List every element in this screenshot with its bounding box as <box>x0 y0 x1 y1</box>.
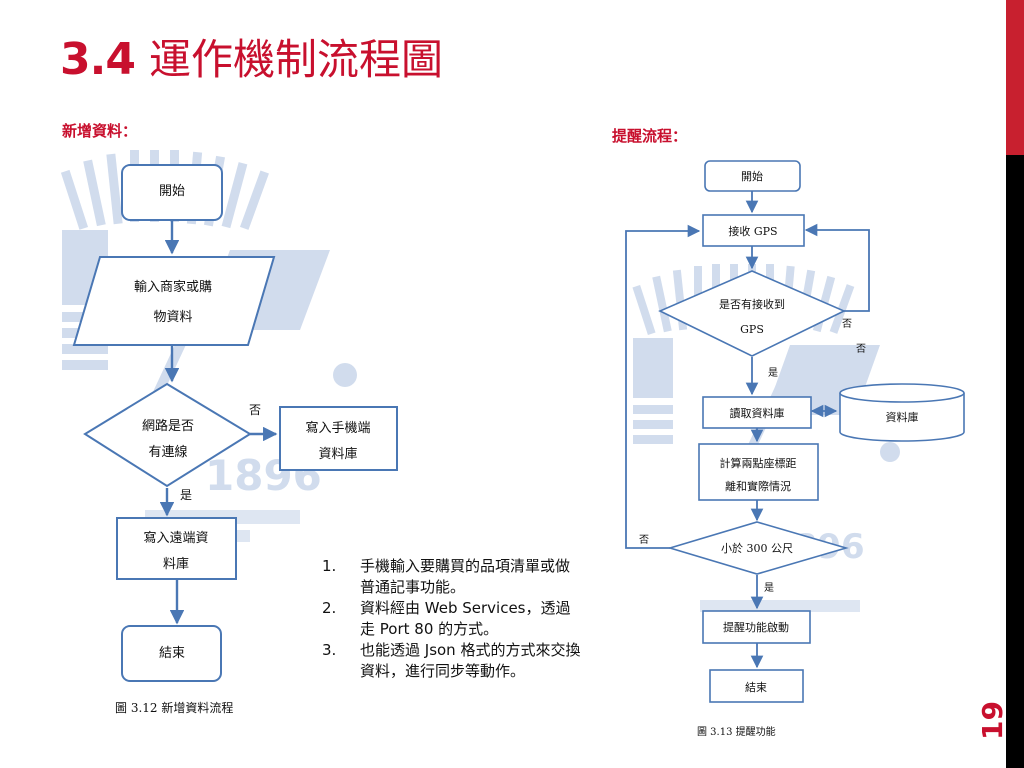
node-network-decision-label-2: 有連線 <box>148 444 187 460</box>
node-gps-decision-label-1: 是否有接收到 <box>719 297 785 311</box>
node-write-phone <box>279 406 398 471</box>
node-r-start <box>704 160 801 192</box>
node-distance-decision-label: 小於 300 公尺 <box>721 541 793 555</box>
node-read-db-label: 讀取資料庫 <box>730 406 785 420</box>
right-section-label: 提醒流程： <box>612 127 688 145</box>
node-r-end-label: 結束 <box>745 680 767 694</box>
node-network-decision-label-1: 網路是否 <box>142 418 194 434</box>
step-number: 1. <box>322 557 337 575</box>
node-reminder-label: 提醒功能啟動 <box>723 620 789 634</box>
left-section-label: 新增資料： <box>62 122 138 140</box>
node-write-remote <box>116 517 237 580</box>
step-text: 資料經由 Web Services，透過走 Port 80 的方式。 <box>360 599 571 638</box>
node-read-db <box>702 396 812 429</box>
side-bar-red <box>1006 0 1024 155</box>
steps-list: 1. 手機輸入要購買的品項清單或做普通記事功能。 2. 資料經由 Web Servi… <box>322 556 584 682</box>
edge-label-yes: 是 <box>180 488 192 502</box>
edge-distance-no-loop <box>625 224 701 549</box>
step-text: 也能透過 Json 格式的方式來交換資料，進行同步等動作。 <box>360 641 581 680</box>
node-network-decision <box>83 382 252 488</box>
edge-label-no-gps-2: 否 <box>856 343 866 355</box>
step-text: 手機輸入要購買的品項清單或做普通記事功能。 <box>360 557 571 596</box>
node-receive-gps-label: 接收 GPS <box>728 224 777 238</box>
edge-label-no: 否 <box>249 403 261 417</box>
edge-no-gps-loop <box>804 223 870 312</box>
step-item: 3. 也能透過 Json 格式的方式來交換資料，進行同步等動作。 <box>322 640 584 682</box>
node-input-label-1: 輸入商家或購 <box>134 279 212 295</box>
edge-label-no-distance: 否 <box>639 534 649 546</box>
step-number: 3. <box>322 641 337 659</box>
side-bar-black <box>1006 155 1024 768</box>
node-gps-decision <box>658 270 846 357</box>
node-start <box>121 164 223 221</box>
step-item: 1. 手機輸入要購買的品項清單或做普通記事功能。 <box>322 556 584 598</box>
node-write-phone-label-1: 寫入手機端 <box>305 420 370 436</box>
node-end-label: 結束 <box>159 646 185 661</box>
node-r-end <box>709 669 804 703</box>
step-number: 2. <box>322 599 337 617</box>
node-input-label-2: 物資料 <box>153 310 192 325</box>
node-gps-decision-label-2: GPS <box>740 323 764 336</box>
right-flowchart: 開始 接收 GPS 是否有接收到 GPS 讀取資料庫 資料庫 計算兩點座標距 離… <box>625 160 965 738</box>
edge-label-no-gps-1: 否 <box>842 318 852 330</box>
node-input <box>72 256 276 346</box>
node-start-label: 開始 <box>159 184 185 199</box>
left-flowchart: 開始 輸入商家或購 物資料 網路是否 有連線 寫入手機端 資料庫 寫入遠端資 料… <box>72 164 398 715</box>
node-write-remote-label-2: 料庫 <box>163 557 189 572</box>
node-database-label: 資料庫 <box>886 410 919 424</box>
node-write-remote-label-1: 寫入遠端資 <box>143 530 208 546</box>
node-write-phone-label-2: 資料庫 <box>318 447 357 462</box>
node-reminder <box>702 610 811 644</box>
section-number: 3.4 <box>60 34 136 85</box>
edge-label-yes-gps: 是 <box>768 367 778 379</box>
title-text: 運作機制流程圖 <box>148 35 443 84</box>
left-flow-caption: 圖 3.12 新增資料流程 <box>115 700 233 715</box>
node-distance-decision <box>667 521 849 575</box>
right-flow-caption: 圖 3.13 提醒功能 <box>697 725 776 738</box>
node-r-start-label: 開始 <box>741 169 763 183</box>
node-database <box>839 383 965 442</box>
edge-label-yes-distance: 是 <box>764 582 774 594</box>
node-receive-gps <box>702 214 805 247</box>
node-end <box>121 625 222 682</box>
node-calc-distance-label-1: 計算兩點座標距 <box>720 456 797 470</box>
node-calc-distance <box>698 443 819 501</box>
node-calc-distance-label-2: 離和實際情況 <box>725 479 791 493</box>
step-item: 2. 資料經由 Web Services，透過走 Port 80 的方式。 <box>322 598 584 640</box>
